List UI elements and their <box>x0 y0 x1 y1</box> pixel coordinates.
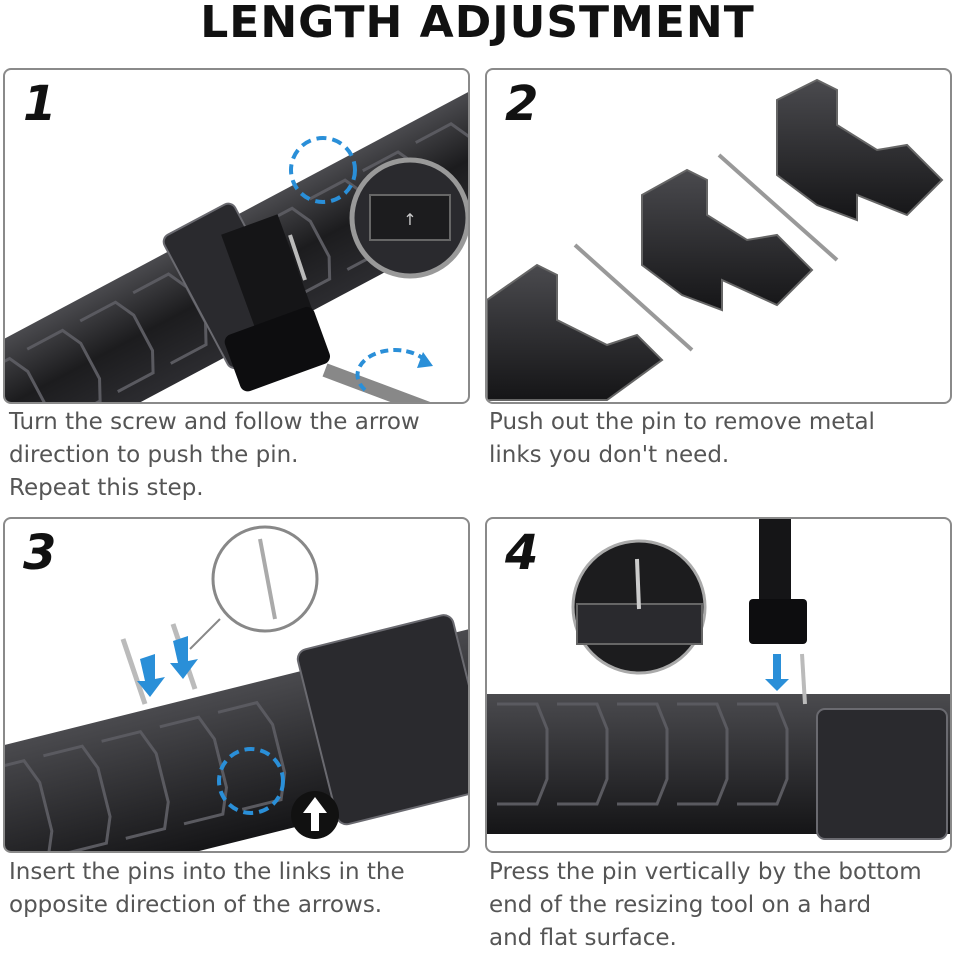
removed-link <box>776 78 944 222</box>
step-1-panel: ↑ 1 <box>3 68 470 404</box>
step-2-number: 2 <box>505 76 539 132</box>
resizing-tool <box>221 214 431 402</box>
step-2-panel: 2 <box>485 68 952 404</box>
step-4-caption-line: end of the resizing tool on a hard <box>489 892 872 918</box>
step-4-panel: 4 <box>485 517 952 853</box>
svg-text:↑: ↑ <box>403 210 416 229</box>
step-2-caption: Push out the pin to remove metal links y… <box>489 406 875 472</box>
step-3-caption-line: Insert the pins into the links in the <box>9 859 405 885</box>
removed-link <box>641 168 814 312</box>
step-3-caption: Insert the pins into the links in the op… <box>9 856 405 922</box>
step-1-number: 1 <box>23 76 57 132</box>
step-4-caption: Press the pin vertically by the bottom e… <box>489 856 922 955</box>
step-1-caption-line: Repeat this step. <box>9 475 204 501</box>
removed-link <box>487 263 664 401</box>
step-1-caption-line: Turn the screw and follow the arrow <box>9 409 420 435</box>
step-3-illustration <box>5 525 468 851</box>
step-3-number: 3 <box>23 525 57 581</box>
step-4-caption-line: and flat surface. <box>489 925 677 951</box>
watch-band <box>5 614 468 851</box>
step-4-number: 4 <box>505 525 539 581</box>
step-1-caption-line: direction to push the pin. <box>9 442 299 468</box>
step-3-caption-line: opposite direction of the arrows. <box>9 892 383 918</box>
step-1-illustration: ↑ <box>5 70 468 402</box>
step-2-caption-line: Push out the pin to remove metal <box>489 409 875 435</box>
pin <box>717 153 839 262</box>
step-2-illustration <box>487 78 944 401</box>
step-4-illustration <box>487 519 950 840</box>
page-title: LENGTH ADJUSTMENT <box>200 0 755 48</box>
step-4-caption-line: Press the pin vertically by the bottom <box>489 859 922 885</box>
step-3-panel: 3 <box>3 517 470 853</box>
watch-band <box>487 694 950 840</box>
step-1-caption: Turn the screw and follow the arrow dire… <box>9 406 420 505</box>
step-2-caption-line: links you don't need. <box>489 442 730 468</box>
pin <box>573 243 694 352</box>
